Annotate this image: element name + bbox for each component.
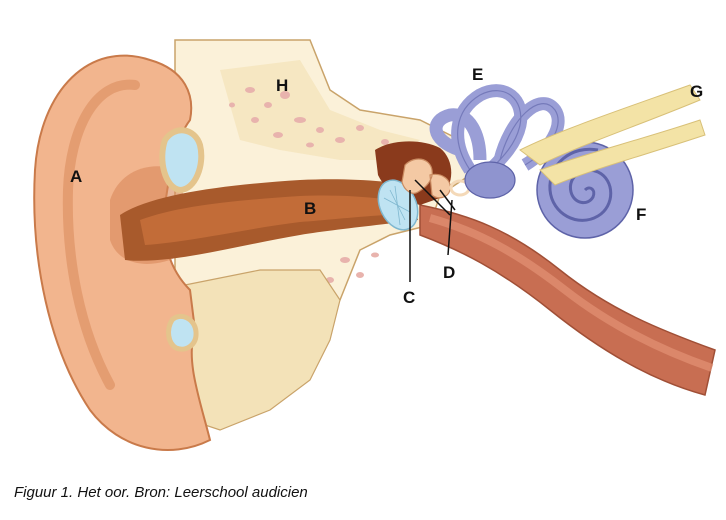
label-B: B <box>304 199 316 218</box>
auditory-nerve <box>519 84 706 186</box>
vestibule <box>464 161 516 199</box>
cartilage-upper <box>159 127 205 194</box>
bone-spongy-upper <box>220 60 420 160</box>
ear-anatomy-diagram: A B C D E F G H <box>33 39 716 451</box>
cartilage-lower <box>166 314 199 352</box>
eustachian-tube <box>419 204 716 396</box>
cochlea-spiral <box>548 147 613 222</box>
label-D: D <box>443 263 455 282</box>
bone-spots <box>229 87 389 283</box>
label-C: C <box>403 288 415 307</box>
ear-canal-inner <box>140 195 410 245</box>
pinna-fold <box>62 79 140 390</box>
eardrum <box>377 179 419 231</box>
figure-caption: Figuur 1. Het oor. Bron: Leerschool audi… <box>14 484 308 501</box>
label-G: G <box>690 82 703 101</box>
eustachian-tube-inner <box>428 214 714 372</box>
label-A: A <box>70 167 82 186</box>
leader-lines <box>409 179 456 282</box>
bone-lower <box>179 269 341 431</box>
label-F: F <box>636 205 646 224</box>
label-H: H <box>276 76 288 95</box>
label-E: E <box>472 65 483 84</box>
eardrum-lines <box>383 185 411 226</box>
